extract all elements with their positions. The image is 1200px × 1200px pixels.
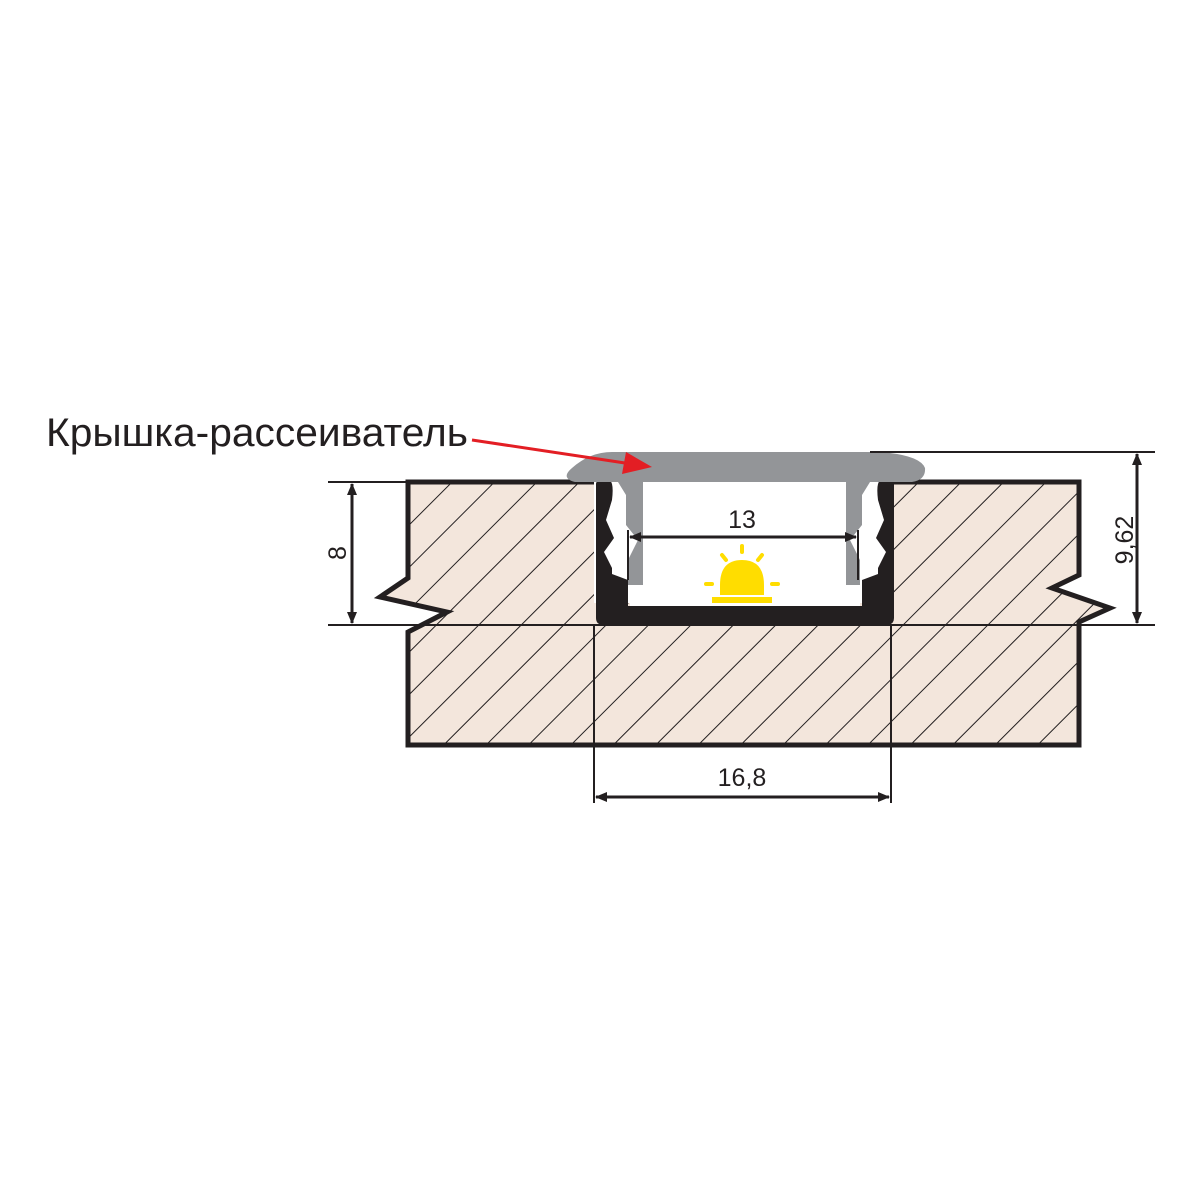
aluminium-profile <box>596 480 894 625</box>
total-height-label: 9,62 <box>1111 516 1139 565</box>
diffuser-cover <box>566 452 926 585</box>
diffuser-callout-label: Крышка-рассеиватель <box>46 411 468 455</box>
callout-arrow <box>471 438 652 474</box>
led-icon <box>704 544 780 603</box>
inner-width-label: 13 <box>728 506 756 534</box>
depth-label: 8 <box>324 546 352 560</box>
outer-width-label: 16,8 <box>718 764 767 792</box>
